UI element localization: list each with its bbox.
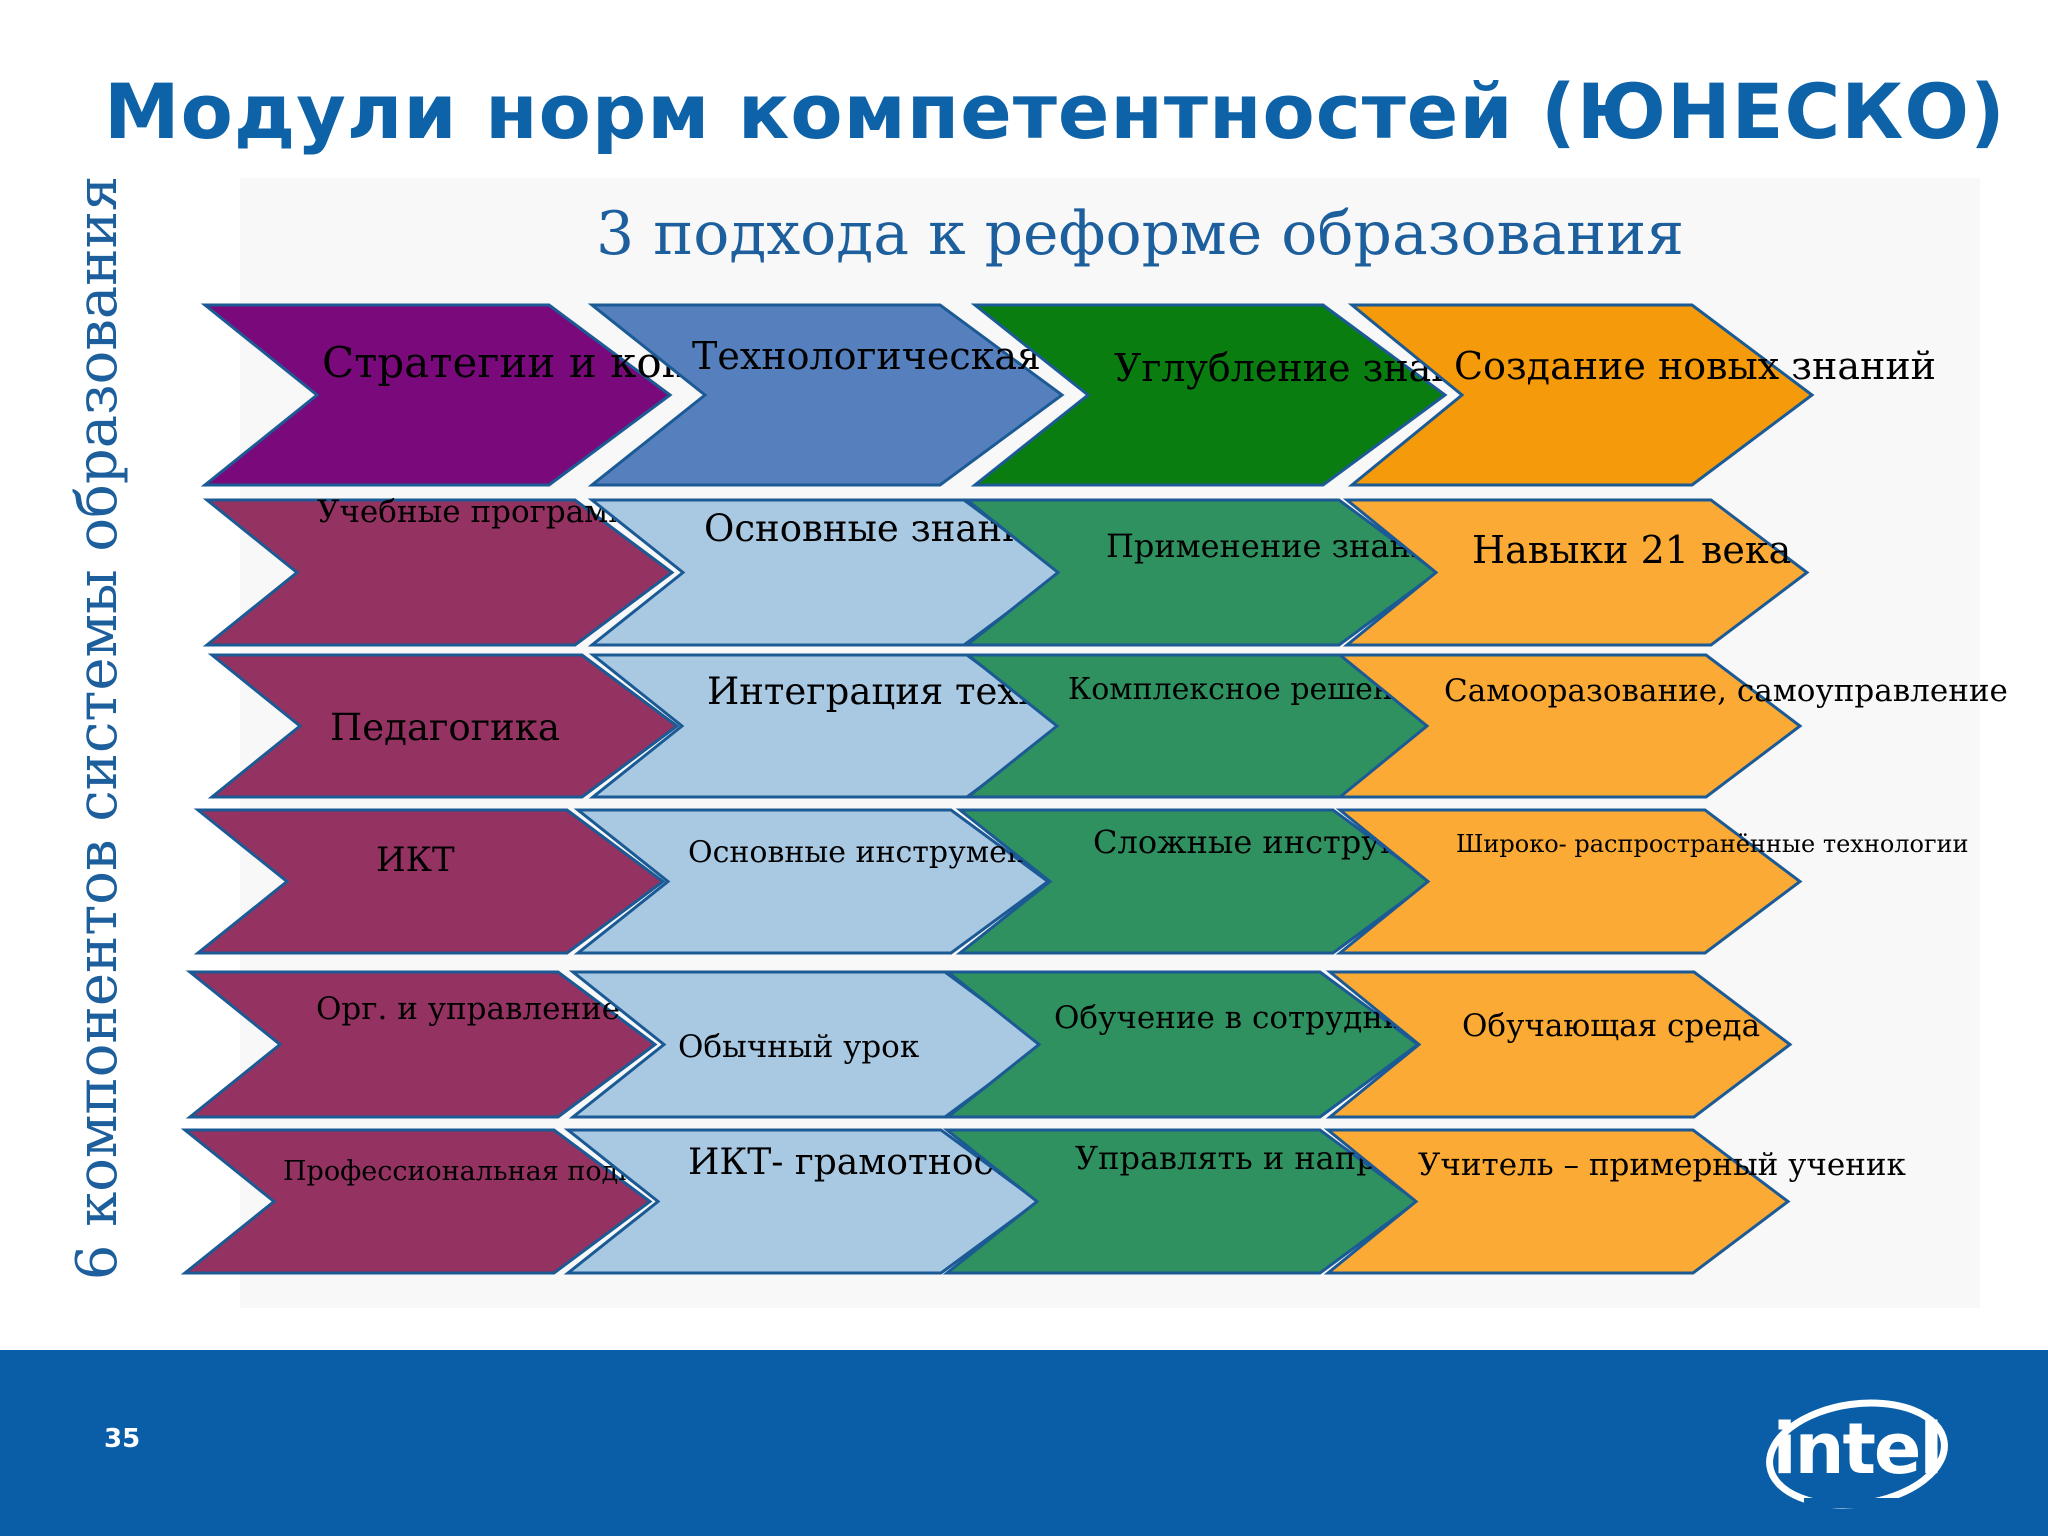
- chevron-shape: [942, 1128, 1420, 1275]
- chevron-pedagogy-strategy: [207, 653, 680, 799]
- chevron-organization-strategy: [185, 970, 658, 1119]
- chevron-label-pedagogy-strategy: Педагогика: [330, 706, 560, 749]
- chevron-shape: [568, 970, 1046, 1119]
- chevron-ict-tech-literacy: [573, 808, 1051, 955]
- chevron-shape: [573, 808, 1051, 955]
- intel-logo: intel: [1762, 1394, 1952, 1512]
- chevron-teacher-training-strategy: [180, 1128, 653, 1275]
- chevron-label-header-knowledge-creation: Создание новых знаний: [1454, 344, 1936, 388]
- chevron-label-organization-tech-literacy: Обычный урок: [678, 1029, 920, 1065]
- chevron-curriculum-strategy: [202, 498, 675, 647]
- chevron-organization-knowledge-deepening: [943, 970, 1421, 1119]
- chevron-shape: [202, 498, 675, 647]
- chevron-shape: [180, 1128, 653, 1275]
- chevron-shape: [185, 970, 658, 1119]
- chevron-label-pedagogy-knowledge-creation: Самооразование, самоуправление: [1444, 673, 2008, 709]
- chevron-label-curriculum-knowledge-creation: Навыки 21 века: [1472, 528, 1792, 572]
- chevron-shape: [970, 303, 1448, 487]
- chevron-label-organization-strategy: Орг. и управление: [316, 991, 621, 1027]
- chevron-organization-tech-literacy: [568, 970, 1046, 1119]
- chevron-teacher-training-knowledge-creation: [1323, 1128, 1791, 1275]
- chevron-shape: [1335, 653, 1803, 799]
- chevron-header-knowledge-creation: [1347, 303, 1815, 487]
- chevron-shape: [207, 653, 680, 799]
- chevron-curriculum-knowledge-creation: [1342, 498, 1810, 647]
- chevron-organization-knowledge-creation: [1325, 970, 1793, 1119]
- chevron-curriculum-tech-literacy: [587, 498, 1065, 647]
- chevron-shape: [962, 498, 1440, 647]
- chevron-shape: [587, 303, 1065, 487]
- footer-bar: [0, 1350, 2048, 1536]
- chevron-ict-strategy: [193, 808, 666, 955]
- chevron-label-ict-strategy: ИКТ: [376, 840, 455, 880]
- chevron-shape: [1335, 808, 1803, 955]
- intel-logo-text: intel: [1772, 1408, 1944, 1490]
- chevron-shape: [1347, 303, 1815, 487]
- chevron-header-strategy: [200, 303, 673, 487]
- slide-number: 35: [104, 1424, 141, 1454]
- chevron-ict-knowledge-deepening: [955, 808, 1433, 955]
- chevron-curriculum-knowledge-deepening: [962, 498, 1440, 647]
- chevron-shape: [200, 303, 673, 487]
- chevron-shape: [1325, 970, 1793, 1119]
- chevron-shape: [587, 498, 1065, 647]
- chevron-ict-knowledge-creation: [1335, 808, 1803, 955]
- chevron-shape: [1342, 498, 1810, 647]
- chevron-header-knowledge-deepening: [970, 303, 1448, 487]
- chevron-teacher-training-tech-literacy: [563, 1128, 1041, 1275]
- chevron-pedagogy-knowledge-creation: [1335, 653, 1803, 799]
- chevron-shape: [563, 1128, 1041, 1275]
- slide-title: Модули норм компетентностей (ЮНЕСКО): [104, 67, 2006, 156]
- chevron-label-organization-knowledge-creation: Обучающая среда: [1462, 1008, 1761, 1044]
- chevron-shape: [1323, 1128, 1791, 1275]
- chevron-header-tech-literacy: [587, 303, 1065, 487]
- chevron-shape: [193, 808, 666, 955]
- diagram-subtitle: 3 подхода к реформе образования: [596, 199, 1684, 269]
- chevron-label-ict-knowledge-creation: Широко- распространённые технологии: [1456, 830, 1969, 858]
- chevron-teacher-training-knowledge-deepening: [942, 1128, 1420, 1275]
- chevron-shape: [955, 808, 1433, 955]
- chevron-shape: [943, 970, 1421, 1119]
- chevron-label-teacher-training-knowledge-creation: Учитель – примерный ученик: [1418, 1147, 1906, 1183]
